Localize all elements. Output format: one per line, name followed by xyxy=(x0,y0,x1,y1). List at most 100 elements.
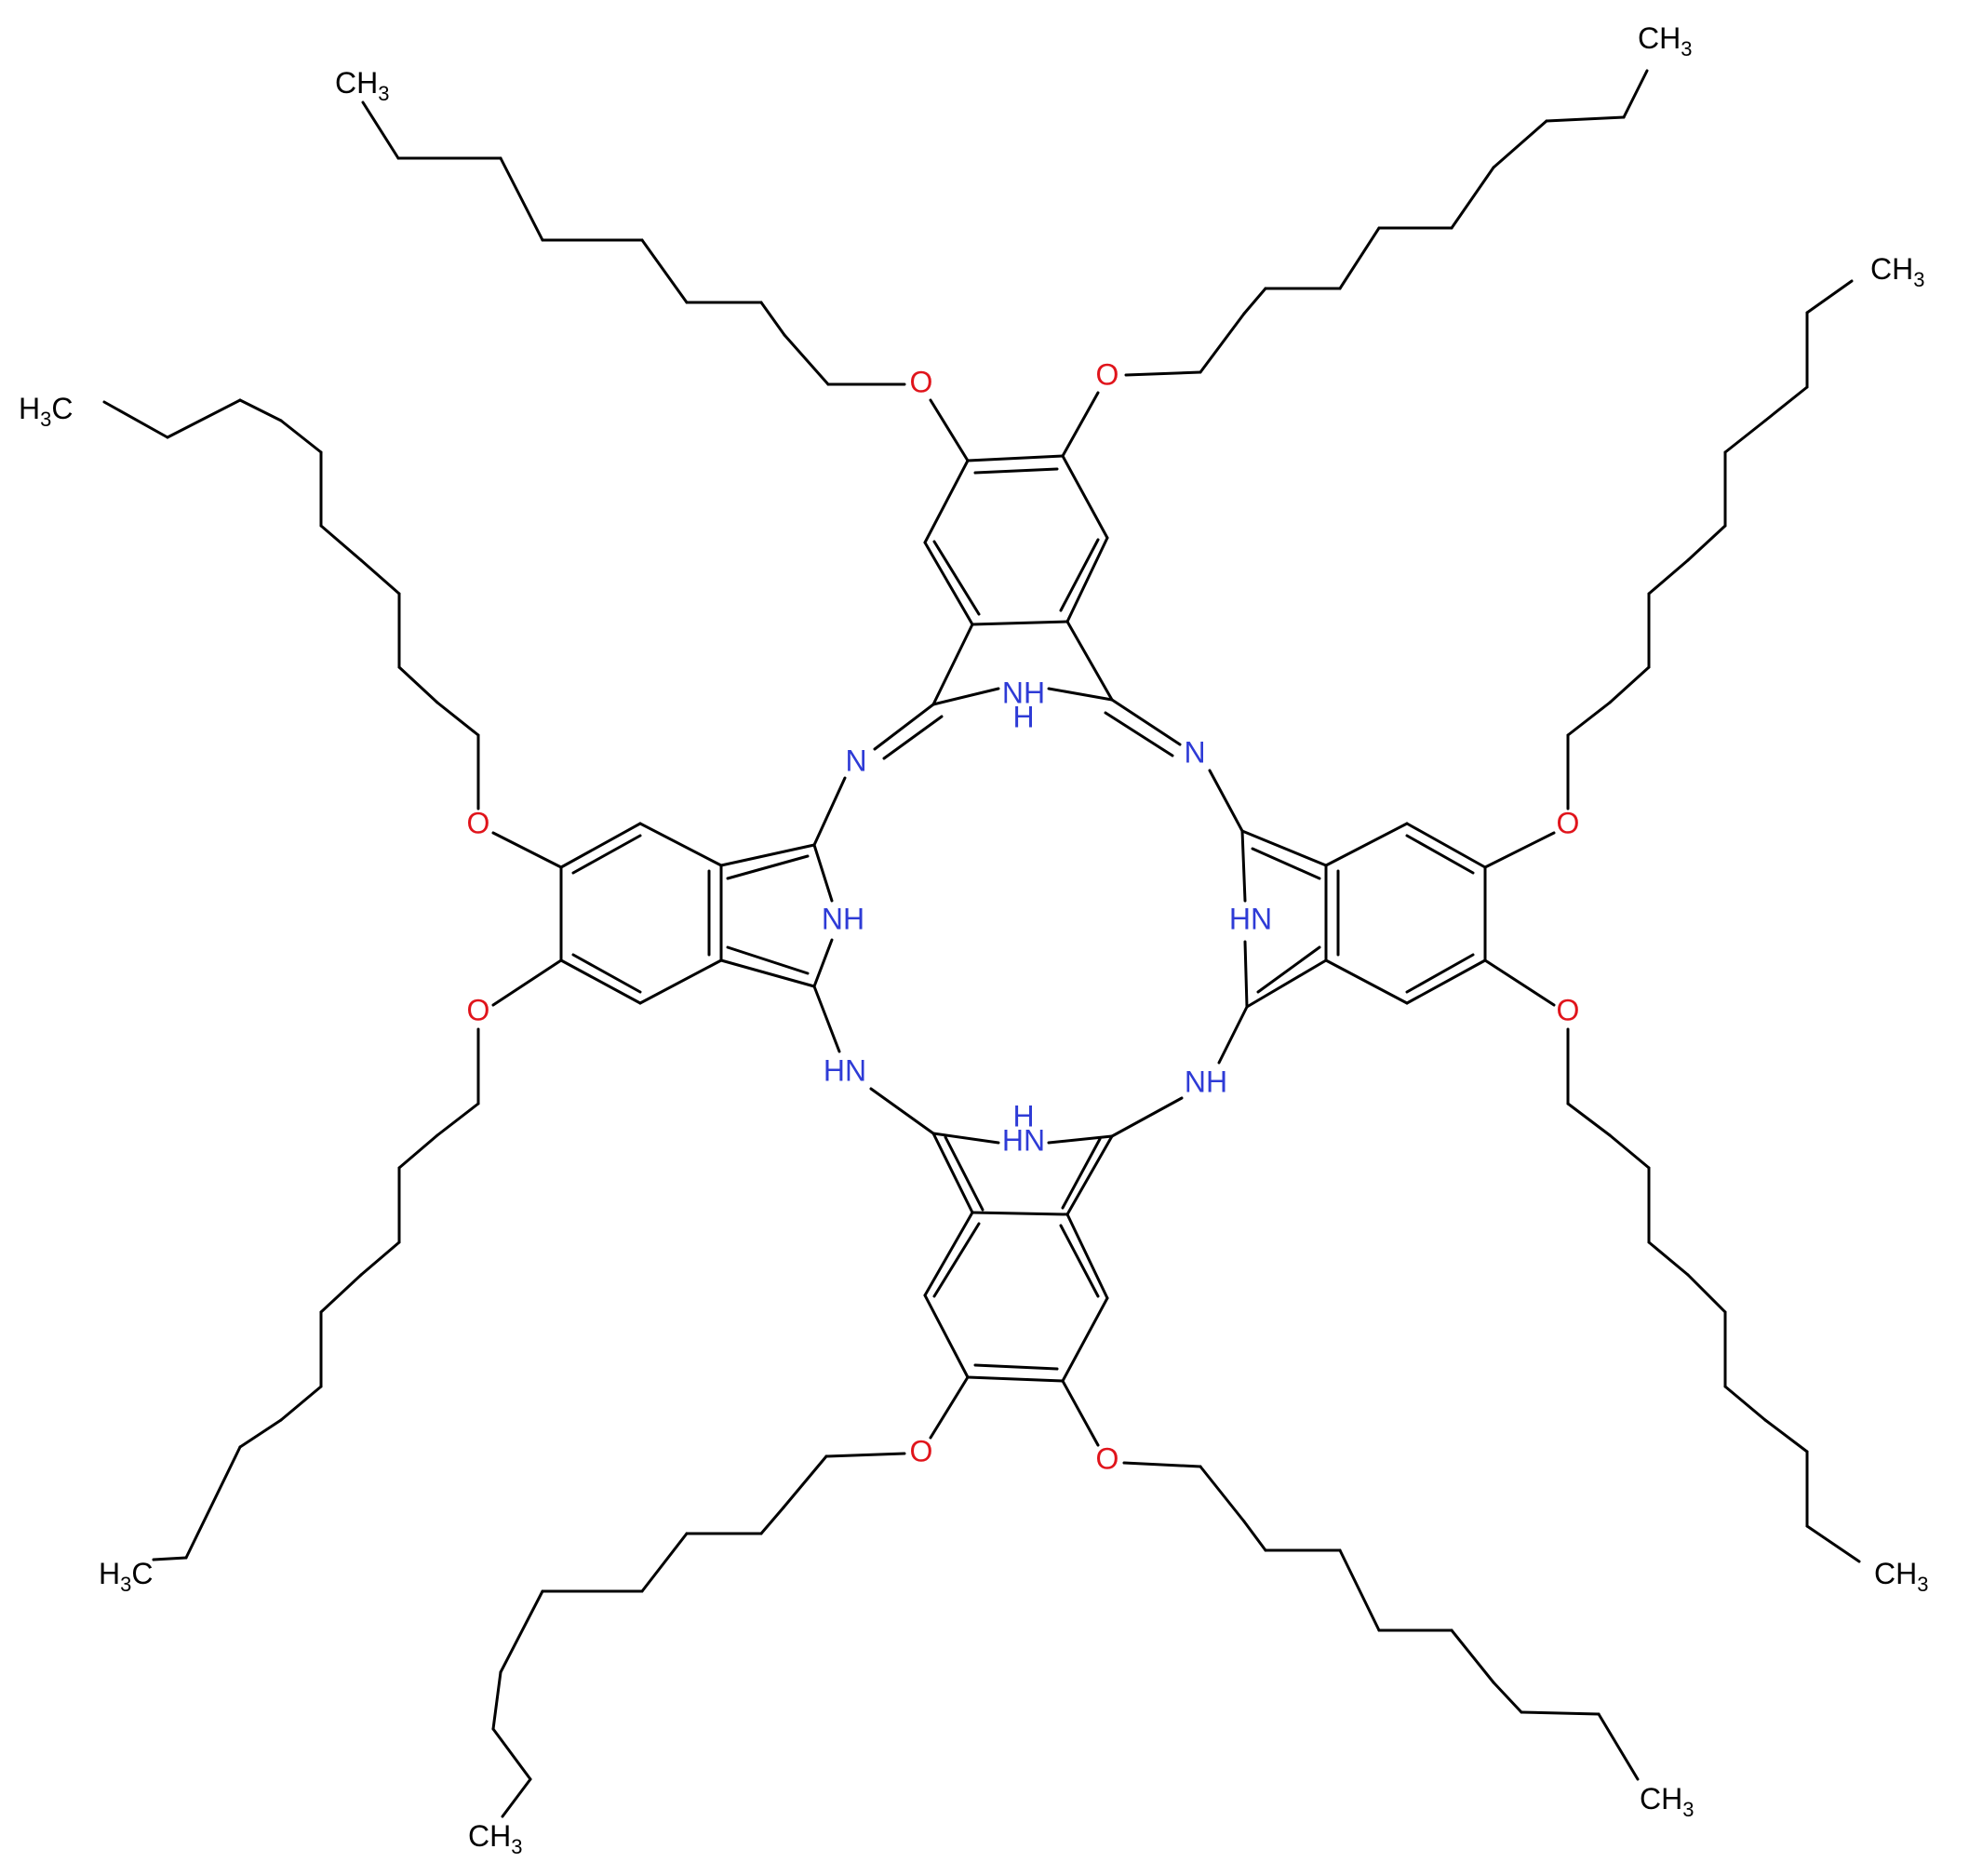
bond-ring-left xyxy=(638,958,723,1005)
bond-chain-left-lower xyxy=(435,1102,480,1137)
bond-pyrrole-left-inner xyxy=(726,945,810,975)
bond-chain-top-left xyxy=(783,333,830,386)
bond-chain-left-upper xyxy=(359,558,401,596)
bond-chain-right-lower xyxy=(1763,1418,1809,1454)
bond-ring-bottom xyxy=(923,1211,974,1297)
atom-label-nh-top: NH xyxy=(1002,676,1045,709)
bond-pyrrole-right xyxy=(1243,940,1249,1009)
atom-label-hn-right: HN xyxy=(1229,902,1272,935)
bond-pyrrole-top xyxy=(1047,687,1114,702)
bond-ring-right-inner xyxy=(1405,953,1475,994)
bond-chain-right-lower xyxy=(1805,1524,1861,1563)
bond-pyrrole-bottom-inner xyxy=(944,1135,984,1212)
bond-ring-right-inner xyxy=(1405,834,1475,875)
bond-pyrrole-left xyxy=(812,843,834,903)
bond-bridge xyxy=(812,985,841,1053)
bond-c-o xyxy=(1061,391,1100,458)
bond-chain-left-upper xyxy=(166,398,242,439)
bond-pyrrole-bottom-inner xyxy=(1061,1137,1102,1210)
bond-pyrrole-bottom xyxy=(1047,1134,1114,1145)
bond-pyrrole-top xyxy=(1065,620,1114,702)
bond-chain-bottom-left xyxy=(499,1589,544,1674)
bond-ring-top xyxy=(923,541,974,626)
bond-chain-right-lower xyxy=(1723,1385,1767,1422)
bond-ring-bottom xyxy=(1061,1296,1109,1383)
bond-c-o xyxy=(929,398,970,462)
bond-pyrrole-left xyxy=(719,958,816,988)
bond-chain-top-left xyxy=(640,238,689,304)
bond-chain-bottom-right xyxy=(1242,1520,1267,1552)
bond-ring-top xyxy=(966,454,1065,462)
bond-c-o xyxy=(491,831,563,869)
bond-chain-bottom-right xyxy=(1520,1710,1601,1716)
ch3-label-bottom-left: CH3 xyxy=(468,1819,522,1858)
bond-bridge xyxy=(1110,1096,1184,1138)
bond-ring-bottom-inner xyxy=(1059,1224,1100,1298)
bond-pyrrole-top xyxy=(931,687,1000,706)
bond-pyrrole-right xyxy=(1245,958,1328,1009)
bond-bridge xyxy=(882,715,944,760)
bond-chain-bottom-left xyxy=(824,1452,906,1458)
bond-pyrrole-top xyxy=(931,623,974,706)
bond-chain-left-upper xyxy=(279,419,323,454)
bond-chain-bottom-right xyxy=(1122,1461,1202,1468)
bond-chain-left-lower xyxy=(279,1385,323,1422)
bond-chain-left-lower xyxy=(152,1556,188,1561)
bond-pyrrole-left xyxy=(719,843,816,867)
bond-ring-bottom-inner xyxy=(973,1363,1059,1371)
atom-label-o-top-left: O xyxy=(910,365,933,398)
bond-chain-left-lower xyxy=(359,1240,401,1277)
bond-chain-left-lower xyxy=(319,1273,363,1314)
bond-pyrrole-left xyxy=(812,938,834,988)
bond-chain-right-lower xyxy=(1608,1133,1651,1170)
bond-ring-left xyxy=(559,958,642,1005)
bond-ring-top-inner xyxy=(973,467,1059,475)
bond-ring-top xyxy=(971,620,1069,626)
ch3-label-lower-right: CH3 xyxy=(1874,1557,1928,1596)
bond-ring-left xyxy=(559,822,642,869)
bond-bridge xyxy=(812,776,847,847)
bond-ring-top xyxy=(1065,536,1109,623)
bond-lines xyxy=(102,69,1861,1818)
bond-bridge xyxy=(1110,698,1182,746)
bond-ring-bottom xyxy=(971,1211,1069,1216)
bond-chain-left-upper xyxy=(397,665,439,704)
bond-ring-left-inner xyxy=(571,834,642,875)
ch3-label-lower-left: H3C xyxy=(99,1557,153,1596)
bond-chain-right-upper xyxy=(1763,385,1809,422)
bond-ring-right xyxy=(1324,958,1409,1005)
atom-label-nh-left: NH xyxy=(822,902,864,935)
bond-chain-top-left xyxy=(499,156,544,242)
bond-chain-bottom-right xyxy=(1450,1628,1495,1684)
bond-ring-right xyxy=(1405,822,1487,869)
bond-chain-right-upper xyxy=(1608,665,1651,704)
bond-chain-bottom-left xyxy=(501,1777,532,1818)
bond-chain-bottom-right xyxy=(1199,1465,1246,1523)
ch3-label-top-right: CH3 xyxy=(1638,21,1692,60)
bond-ring-bottom xyxy=(966,1375,1065,1383)
bond-chain-bottom-left xyxy=(782,1454,828,1509)
atom-label-hn-lower-left: HN xyxy=(824,1053,866,1087)
bond-chain-left-upper xyxy=(238,398,283,422)
bond-ring-top xyxy=(1061,454,1109,540)
bond-c-o xyxy=(1061,1379,1100,1447)
atom-label-hn-bottom: HN xyxy=(1002,1123,1045,1157)
atom-label-o-left-upper: O xyxy=(467,806,490,839)
bond-ring-bottom xyxy=(1065,1213,1109,1300)
bond-chain-bottom-left xyxy=(491,1670,502,1731)
bond-ring-top xyxy=(923,459,970,544)
bond-c-o xyxy=(929,1375,970,1440)
bond-c-o xyxy=(1483,831,1556,869)
atom-label-h-hn-bottom: H xyxy=(1012,1099,1034,1132)
bond-chain-right-lower xyxy=(1566,1102,1612,1137)
bond-chain-top-right xyxy=(1492,119,1548,169)
bond-chain-left-lower xyxy=(238,1418,283,1449)
bond-c-o xyxy=(491,958,563,1007)
bond-chain-top-right xyxy=(1242,287,1267,315)
bond-bridge xyxy=(869,1087,935,1135)
bond-chain-right-lower xyxy=(1647,1240,1690,1277)
atom-label-h-nh-top: H xyxy=(1012,700,1034,733)
bond-chain-bottom-left xyxy=(759,1506,785,1535)
bond-chain-top-right xyxy=(1545,115,1626,123)
